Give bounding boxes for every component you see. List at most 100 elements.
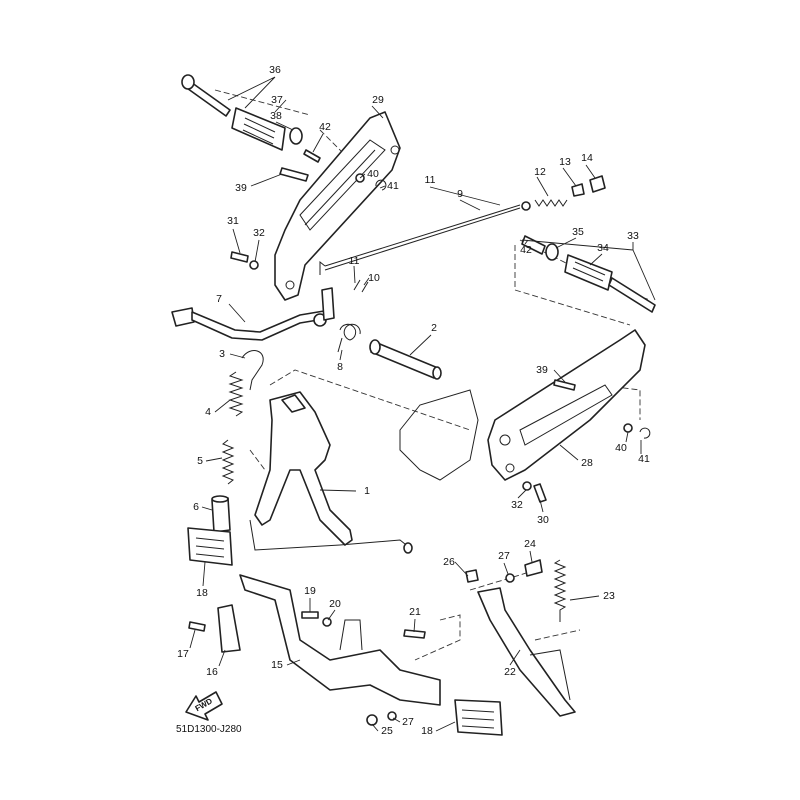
callout-36: 36 [269,64,281,76]
bolt [188,621,206,632]
washer [521,201,531,211]
callout-2: 2 [431,322,437,334]
footrest-right [521,235,656,313]
stand-spring-inner [221,439,235,485]
footrest-bracket-right [487,329,646,481]
footrest-bracket-left [274,111,401,301]
callout-42b: 42 [520,244,532,256]
callout-30: 30 [537,514,549,526]
callout-24: 24 [524,538,536,550]
callout-4: 4 [205,406,211,418]
callout-6: 6 [193,501,199,513]
forward-arrow-icon: FWD [185,691,223,721]
footrest-bar [239,574,441,706]
cotter-pin [353,279,369,293]
adjusting-nut [589,175,606,193]
washer [505,573,515,583]
callout-40b: 40 [615,442,627,454]
pin [303,149,321,163]
return-spring [337,323,361,353]
pivot-shaft [369,339,442,380]
leader-lines [189,76,656,732]
callout-29: 29 [372,94,384,106]
callout-39: 39 [235,182,247,194]
washer [322,617,332,627]
nut [465,569,479,583]
callout-37: 37 [271,94,283,106]
callout-38: 38 [270,110,282,122]
bolt [279,167,309,182]
callout-18: 18 [196,587,208,599]
stand-spring [228,371,244,417]
callout-17: 17 [177,648,189,660]
callout-14: 14 [581,152,593,164]
callout-28: 28 [581,457,593,469]
callout-25: 25 [381,725,393,737]
callout-35: 35 [572,226,584,238]
callout-39b: 39 [536,364,548,376]
clip [639,427,651,439]
spring-hook [241,350,264,391]
callout-11: 11 [425,174,436,186]
callout-41b: 41 [638,453,650,465]
bolt [524,559,543,577]
callout-23: 23 [603,590,615,602]
collar [211,495,231,533]
nut [366,714,378,726]
callout-21: 21 [409,606,421,618]
callout-26: 26 [443,556,455,568]
callout-27: 27 [498,550,510,562]
callout-32b: 32 [511,499,523,511]
callout-31: 31 [227,215,239,227]
washer [289,127,303,145]
callout-40: 40 [367,168,379,180]
frame-bracket [399,389,479,481]
callout-15: 15 [271,659,283,671]
footrest-right-lower [454,699,503,736]
callout-1: 1 [364,485,370,497]
brake-rod [319,204,521,275]
callout-7: 7 [216,293,222,305]
callout-41: 41 [387,180,399,192]
callout-13: 13 [559,156,571,168]
bolt [301,611,319,619]
callout-8: 8 [337,361,343,373]
callout-18b: 18 [421,725,433,737]
callout-27b: 27 [402,716,414,728]
callout-3: 3 [219,348,225,360]
callout-42: 42 [319,121,331,133]
brake-pedal [171,287,335,341]
bracket [217,604,241,653]
washer [387,711,397,721]
side-stand-spring [553,559,567,622]
washer [522,481,532,491]
callout-11b: 11 [349,255,360,267]
side-stand [477,587,576,717]
callout-19: 19 [304,585,316,597]
bolt [403,629,426,639]
bolt [230,251,249,263]
callout-12: 12 [534,166,546,178]
callout-10: 10 [368,272,380,284]
callout-34: 34 [597,242,609,254]
footrest-left [187,527,233,566]
callout-20: 20 [329,598,341,610]
callout-33: 33 [627,230,639,242]
callout-22: 22 [504,666,516,678]
washer [623,423,633,433]
footrest-rubber [231,107,286,151]
clip [375,179,387,191]
callout-16: 16 [206,666,218,678]
main-stand [249,391,413,554]
callout-5: 5 [197,455,203,467]
callout-32: 32 [253,227,265,239]
callout-labels: 36 37 29 38 42 39 40 41 11 12 13 14 9 31… [177,64,650,737]
pin [571,183,585,197]
callout-9: 9 [457,188,463,200]
washer [249,260,259,270]
diagram-code: 51D1300-J280 [176,724,242,735]
spring [534,199,568,207]
bolt [533,483,547,503]
